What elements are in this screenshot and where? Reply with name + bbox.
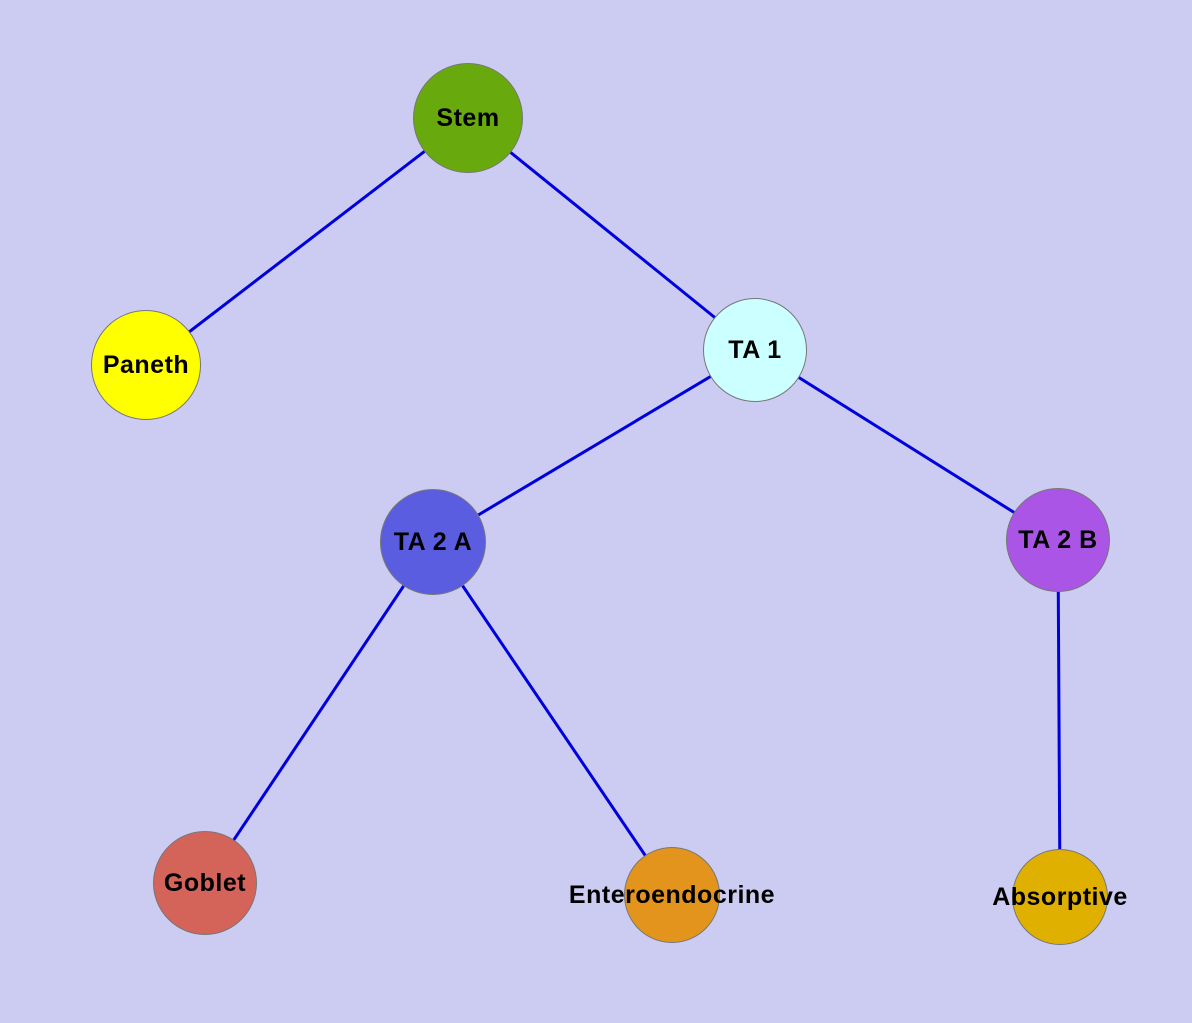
node-label-ta2a: TA 2 A (393, 527, 473, 556)
edge-ta1-ta2b (754, 348, 1059, 542)
edge-stem-ta1 (467, 116, 756, 352)
node-enteroendocrine[interactable]: Enteroendocrine (569, 847, 775, 943)
node-label-ta1: TA 1 (728, 335, 782, 364)
node-label-ta2b: TA 2 B (1018, 525, 1098, 554)
edge-ta1-ta2a (432, 348, 756, 544)
node-label-goblet: Goblet (163, 868, 247, 897)
node-stem[interactable]: Stem (413, 63, 523, 173)
node-label-stem: Stem (436, 103, 500, 132)
node-ta1[interactable]: TA 1 (703, 298, 807, 402)
node-paneth[interactable]: Paneth (91, 310, 201, 420)
node-ta2b[interactable]: TA 2 B (1006, 488, 1110, 592)
node-label-enteroendocrine: Enteroendocrine (568, 880, 776, 909)
node-goblet[interactable]: Goblet (153, 831, 257, 935)
edge-ta2a-enteroendocrine (431, 541, 674, 896)
node-ta2a[interactable]: TA 2 A (380, 489, 486, 595)
edge-ta2a-goblet (203, 541, 435, 884)
node-absorptive[interactable]: Absorptive (992, 849, 1127, 945)
edge-ta2b-absorptive (1056, 539, 1062, 898)
node-label-absorptive: Absorptive (992, 882, 1128, 911)
edge-stem-paneth (145, 116, 469, 367)
node-label-paneth: Paneth (102, 350, 190, 379)
